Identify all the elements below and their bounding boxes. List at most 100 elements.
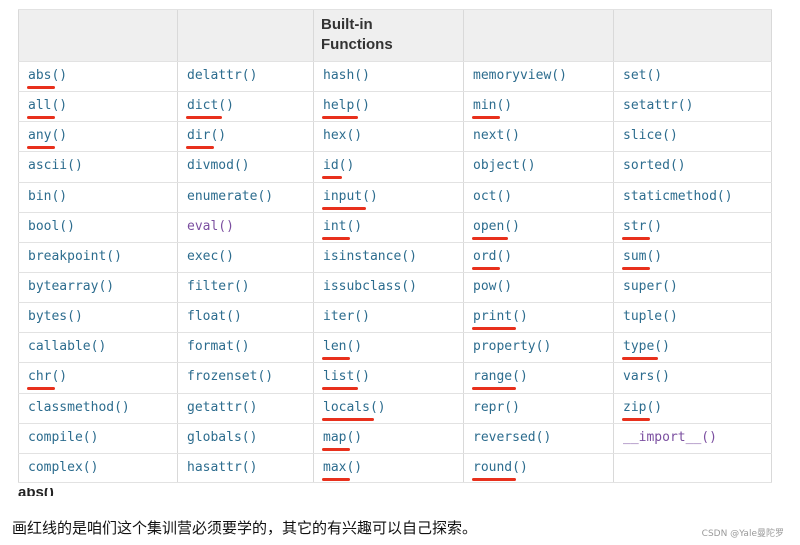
function-cell: issubclass() [323,278,417,294]
builtin-functions-table: Built-in Functions abs()all()any()ascii(… [18,9,772,483]
function-cell: slice() [623,128,678,144]
red-underline-mark [472,387,516,391]
function-cell: globals() [187,429,258,445]
function-cell: map() [323,429,363,445]
header-title-line-1: Built-in [321,16,373,33]
function-cell: hash() [323,68,370,83]
function-cell: bytearray() [28,278,115,294]
function-cell: reversed() [473,429,552,445]
function-cell: len() [323,339,363,355]
function-cell: sorted() [623,158,686,174]
table-horizontal-border [18,91,772,93]
table-horizontal-border [18,481,772,483]
function-cell: int() [323,218,363,234]
function-cell: getattr() [187,399,258,415]
function-cell: chr() [28,369,68,385]
function-cell: repr() [473,399,520,415]
function-cell: oct() [473,188,513,204]
red-underline-mark [322,116,358,120]
cut-off-heading: abs() [18,488,88,496]
function-cell: min() [473,98,513,114]
table-vertical-border [177,9,178,483]
function-cell: next() [473,128,520,144]
red-underline-mark [27,116,55,120]
function-cell: eval() [187,218,234,234]
function-cell: bin() [28,188,68,204]
table-header-title: Built-in Functions [321,15,393,55]
function-cell: list() [323,369,370,385]
function-cell: classmethod() [28,399,130,415]
table-horizontal-border [18,181,772,183]
function-cell: zip() [623,399,663,415]
red-underline-mark [472,266,500,270]
function-cell: ord() [473,248,513,264]
function-cell: hex() [323,128,363,144]
table-horizontal-border [18,121,772,123]
function-cell: frozenset() [187,369,274,385]
function-cell: vars() [623,369,670,385]
header-title-line-2: Functions [321,36,393,53]
function-cell: float() [187,309,242,325]
function-cell: pow() [473,278,513,294]
function-cell: object() [473,158,536,174]
table-horizontal-border [18,362,772,364]
function-cell: format() [187,339,250,355]
red-underline-mark [322,417,374,421]
function-cell: help() [323,98,370,114]
cut-off-heading-text: abs() [18,488,54,496]
function-cell: super() [623,278,678,294]
function-cell: bool() [28,218,75,234]
table-vertical-border [313,9,314,483]
red-underline-mark [622,357,658,361]
red-underline-mark [622,236,650,240]
function-cell: breakpoint() [28,248,122,264]
function-cell: set() [623,68,663,83]
red-underline-mark [472,236,508,240]
red-underline-mark [322,236,350,240]
red-underline-mark [622,417,650,421]
table-horizontal-border [18,452,772,454]
function-cell: enumerate() [187,188,274,204]
function-cell: range() [473,369,528,385]
table-horizontal-border [18,61,772,62]
caption-text: 画红线的是咱们这个集训营必须要学的，其它的有兴趣可以自己探索。 [12,519,478,537]
function-cell: max() [323,459,363,475]
table-horizontal-border [18,151,772,153]
function-cell: complex() [28,459,99,475]
function-cell: staticmethod() [623,188,733,204]
table-horizontal-border [18,332,772,334]
function-cell: ascii() [28,158,83,174]
function-cell: sum() [623,248,663,264]
function-cell: type() [623,339,670,355]
function-cell: delattr() [187,68,258,83]
function-cell: round() [473,459,528,475]
red-underline-mark [322,176,342,180]
red-underline-mark [186,116,222,120]
table-horizontal-border [18,271,772,273]
table-vertical-border [18,9,19,483]
function-cell: property() [473,339,552,355]
red-underline-mark [322,206,366,210]
red-underline-mark [472,327,516,331]
table-vertical-border [463,9,464,483]
table-vertical-border [613,9,614,483]
function-cell: any() [28,128,68,144]
function-cell: locals() [323,399,386,415]
function-cell: open() [473,218,520,234]
function-cell: compile() [28,429,99,445]
function-cell: setattr() [623,98,694,114]
table-vertical-border [771,9,772,483]
function-cell: id() [323,158,355,174]
red-underline-mark [472,477,516,481]
function-cell: divmod() [187,158,250,174]
red-underline-mark [27,387,55,391]
function-cell: hasattr() [187,459,258,475]
function-cell: all() [28,98,68,114]
function-cell: exec() [187,248,234,264]
function-cell: __import__() [623,429,717,445]
function-cell: dict() [187,98,234,114]
table-horizontal-border [18,241,772,243]
function-cell: dir() [187,128,227,144]
function-cell: tuple() [623,309,678,325]
red-underline-mark [27,146,55,150]
